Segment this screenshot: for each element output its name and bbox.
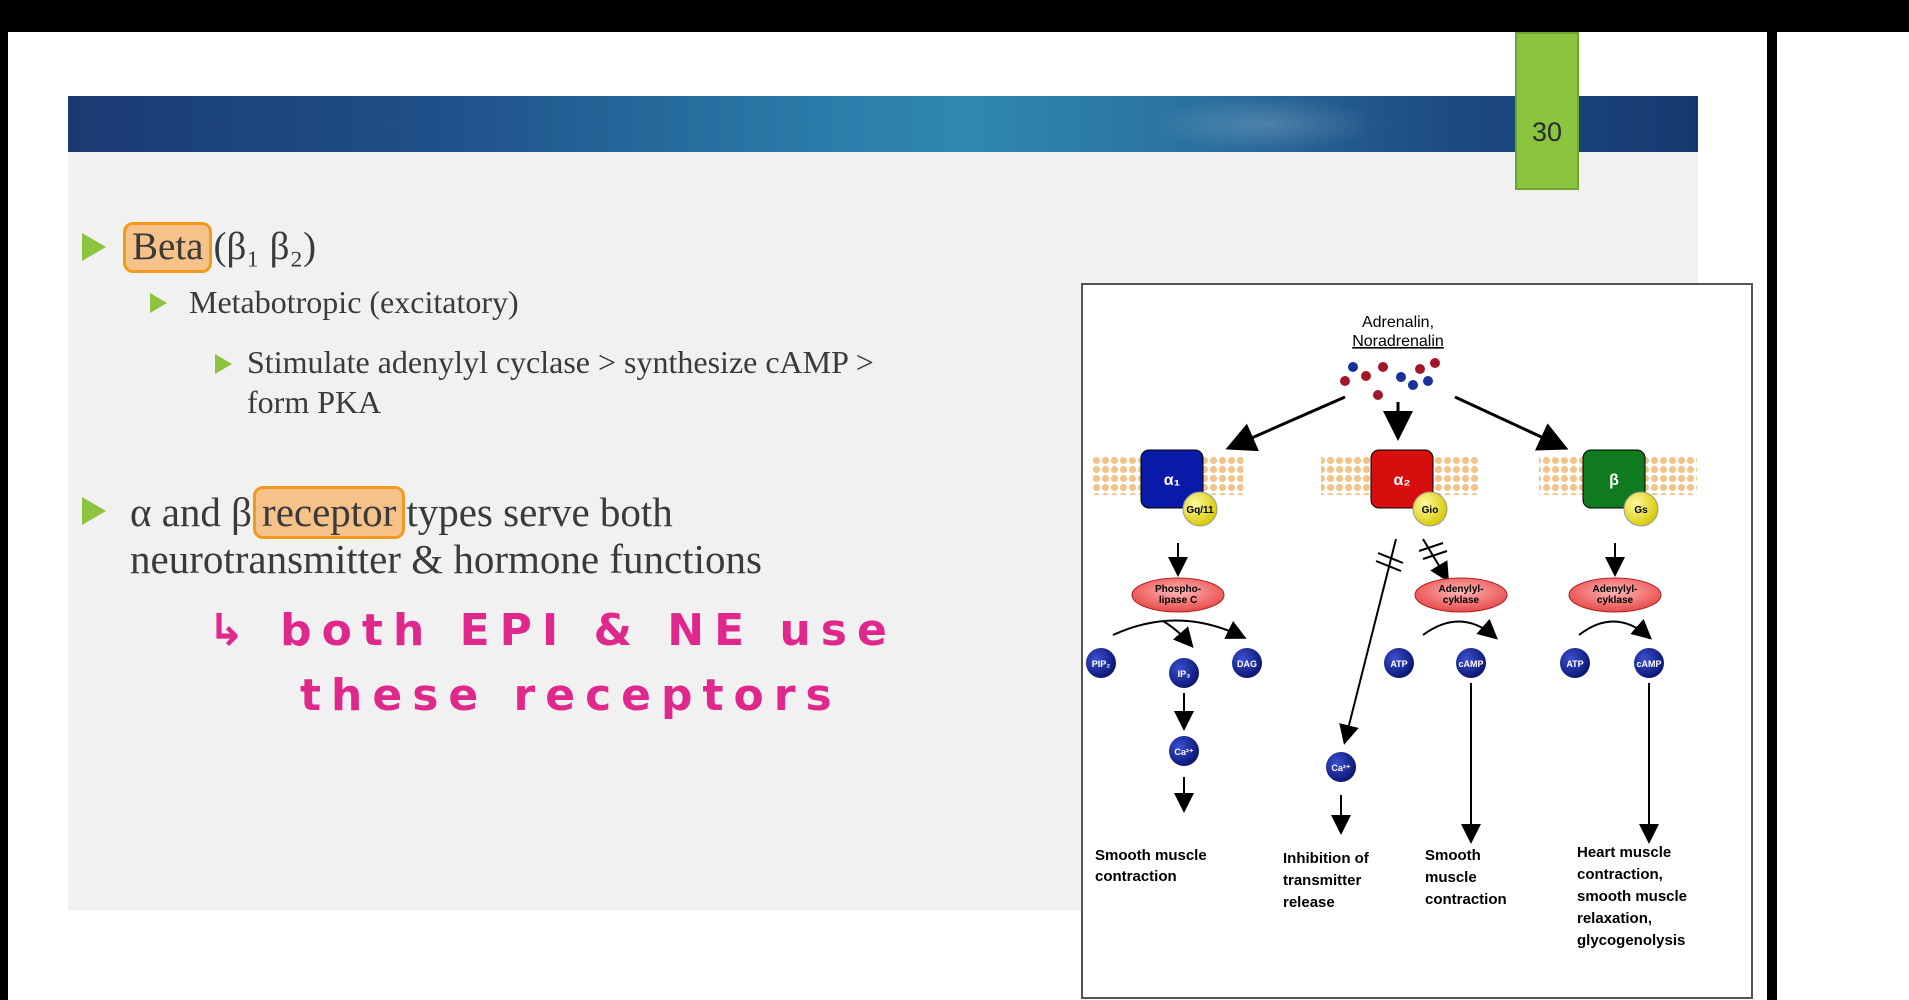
svg-text:transmitter: transmitter <box>1283 872 1362 889</box>
molecule-dag <box>1232 648 1262 678</box>
molecule-ip3 <box>1169 658 1199 688</box>
handwritten-note-line2: these receptors <box>300 670 842 721</box>
svg-text:smooth muscle: smooth muscle <box>1577 888 1687 905</box>
svg-text:ATP: ATP <box>1566 659 1583 669</box>
svg-text:contraction: contraction <box>1095 868 1177 885</box>
enzyme-acb-line1: Adenylyl- <box>1592 584 1637 595</box>
left-border <box>0 0 8 1000</box>
svg-text:cAMP: cAMP <box>1636 659 1661 669</box>
gprotein-beta-label: Gs <box>1634 505 1648 516</box>
receptor-alpha1-label: α₁ <box>1164 472 1181 489</box>
beta-subtypes: (β₁ β₂) <box>213 225 317 268</box>
bullet2-text-after: types serve both <box>406 489 673 535</box>
slide-header-band <box>68 96 1698 152</box>
page-number: 30 <box>1531 117 1563 147</box>
svg-text:relaxation,: relaxation, <box>1577 910 1652 927</box>
enzyme-plc-line1: Phospho- <box>1155 584 1201 595</box>
svg-text:Heart muscle: Heart muscle <box>1577 844 1671 861</box>
svg-text:Inhibition of: Inhibition of <box>1283 850 1370 867</box>
molecule-ca-alpha2 <box>1326 752 1356 782</box>
svg-text:IP₃: IP₃ <box>1178 669 1191 679</box>
molecule-camp-alpha2 <box>1456 648 1486 678</box>
svg-text:DAG: DAG <box>1237 659 1257 669</box>
sub-bullet-arrow-icon <box>150 293 167 313</box>
svg-text:Ca²⁺: Ca²⁺ <box>1174 747 1194 757</box>
receptor-alpha1 <box>1140 449 1204 509</box>
gprotein-alpha1-label: Gq/11 <box>1186 505 1214 516</box>
enzyme-acb-line2: cyklase <box>1597 595 1634 606</box>
svg-text:Smooth: Smooth <box>1425 847 1481 864</box>
gprotein-alpha2 <box>1412 491 1448 527</box>
svg-text:Ca²⁺: Ca²⁺ <box>1331 763 1351 773</box>
header-glow <box>1150 96 1380 152</box>
enzyme-phospholipase-c <box>1131 577 1225 613</box>
svg-text:contraction: contraction <box>1425 891 1507 908</box>
molecule-pip2 <box>1086 648 1116 678</box>
svg-text:contraction,: contraction, <box>1577 866 1663 883</box>
handwritten-note-line1: ↳ both EPI & NE use <box>208 605 897 656</box>
receptor-alpha2-label: α₂ <box>1394 472 1411 489</box>
sub-sub-bullet-line2: form PKA <box>247 384 382 420</box>
molecule-atp-alpha2 <box>1384 648 1414 678</box>
sub-sub-bullet-arrow-icon <box>215 354 232 374</box>
gprotein-beta <box>1623 491 1659 527</box>
ligand-label-line1: Adrenalin, <box>1362 314 1434 331</box>
svg-text:cAMP: cAMP <box>1458 659 1483 669</box>
highlight-beta: Beta <box>123 222 213 273</box>
receptor-alpha2 <box>1370 449 1434 509</box>
svg-text:muscle: muscle <box>1425 869 1477 886</box>
enzyme-adenylyl-cyclase-beta <box>1568 577 1662 613</box>
signaling-diagram: Adrenalin, Noradrenalin <box>1086 314 1697 949</box>
ligand-label-line2: Noradrenalin <box>1352 333 1444 350</box>
sub-bullet-metabotropic: Metabotropic (excitatory) <box>189 284 519 320</box>
sub-sub-bullet-line1: Stimulate adenylyl cyclase > synthesize … <box>247 344 874 380</box>
highlight-receptor: receptor <box>253 486 406 540</box>
svg-text:Smooth muscle: Smooth muscle <box>1095 847 1207 864</box>
bullet2-line2: neurotransmitter & hormone functions <box>130 536 762 582</box>
ligand-molecules <box>1340 358 1440 400</box>
svg-text:PIP₂: PIP₂ <box>1092 659 1111 669</box>
right-border <box>1767 0 1777 1000</box>
bullet2-text-before: α and β <box>130 489 253 535</box>
molecule-ca-alpha1 <box>1169 736 1199 766</box>
page-number-tab: 30 <box>1515 32 1579 190</box>
gprotein-alpha1 <box>1182 491 1218 527</box>
receptor-beta-label: β <box>1609 472 1619 489</box>
enzyme-plc-line2: lipase C <box>1159 595 1197 606</box>
outcome-labels: Smooth muscle contraction Inhibition of … <box>1095 844 1687 949</box>
svg-text:glycogenolysis: glycogenolysis <box>1577 932 1685 949</box>
enzyme-adenylyl-cyclase-alpha2 <box>1414 577 1508 613</box>
molecule-camp-beta <box>1634 648 1664 678</box>
bullet-beta: Beta(β₁ β₂) <box>122 222 316 273</box>
bullet-arrow-icon <box>82 497 106 525</box>
receptor-beta <box>1582 449 1646 509</box>
molecule-atp-beta <box>1560 648 1590 678</box>
adrenergic-signaling-figure: Adrenalin, Noradrenalin <box>1081 283 1753 999</box>
enzyme-ac2-line2: cyklase <box>1443 595 1480 606</box>
top-border <box>0 0 1909 32</box>
svg-text:release: release <box>1283 894 1335 911</box>
enzyme-ac2-line1: Adenylyl- <box>1438 584 1483 595</box>
gprotein-alpha2-label: Gio <box>1422 505 1439 516</box>
svg-text:ATP: ATP <box>1390 659 1407 669</box>
bullet-arrow-icon <box>82 233 106 261</box>
